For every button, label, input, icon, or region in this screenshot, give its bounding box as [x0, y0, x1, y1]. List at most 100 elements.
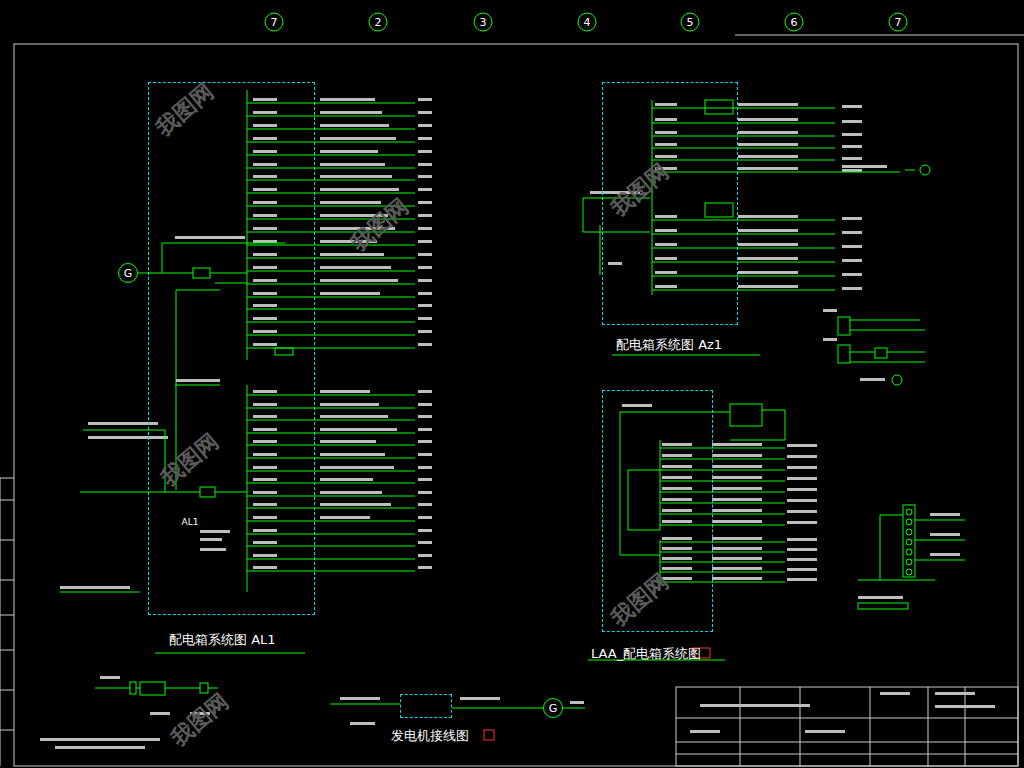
wire	[148, 273, 193, 274]
illegible-text-mark	[340, 697, 380, 700]
wire	[660, 481, 785, 482]
illegible-text-mark	[842, 217, 862, 220]
illegible-text-mark	[253, 403, 277, 406]
illegible-text-mark	[176, 379, 220, 382]
wire	[652, 290, 835, 291]
illegible-text-mark	[712, 443, 762, 446]
wire	[563, 708, 585, 709]
illegible-text-mark	[700, 704, 810, 707]
component-symbol	[140, 682, 165, 695]
wire	[652, 123, 835, 124]
illegible-text-mark	[253, 150, 277, 153]
illegible-text-mark	[570, 701, 584, 704]
illegible-text-mark	[787, 499, 817, 502]
illegible-text-mark	[418, 516, 432, 519]
illegible-text-mark	[842, 145, 862, 148]
illegible-text-mark	[662, 465, 692, 468]
illegible-text-mark	[662, 498, 692, 501]
grid-axis-number: 5	[687, 16, 694, 29]
wire	[628, 470, 629, 530]
wire	[247, 309, 415, 310]
terminal-circle	[906, 519, 912, 525]
wire	[660, 582, 785, 583]
illegible-text-mark	[253, 292, 277, 295]
wire	[620, 555, 660, 556]
watermark: 我图网	[345, 192, 415, 257]
generator-circle: G	[118, 263, 138, 283]
illegible-text-mark	[418, 428, 432, 431]
illegible-text-mark	[787, 455, 817, 458]
illegible-text-mark	[712, 567, 762, 570]
wire	[0, 500, 14, 501]
wire	[247, 180, 415, 181]
wire	[247, 496, 415, 497]
wire	[83, 430, 165, 431]
illegible-text-mark	[320, 279, 398, 282]
wire	[247, 408, 415, 409]
illegible-text-mark	[935, 705, 995, 708]
illegible-text-mark	[712, 537, 762, 540]
wire	[660, 525, 785, 526]
component-symbol	[875, 348, 887, 358]
illegible-text-mark	[253, 516, 277, 519]
wire	[660, 459, 785, 460]
watermark: 我图网	[605, 157, 675, 222]
illegible-text-mark	[253, 214, 277, 217]
illegible-text-mark	[712, 557, 762, 560]
illegible-text-mark	[787, 466, 817, 469]
illegible-text-mark	[418, 317, 432, 320]
wire	[247, 420, 415, 421]
wire	[247, 297, 415, 298]
illegible-text-mark	[738, 229, 798, 232]
wire	[247, 559, 415, 560]
illegible-text-mark	[805, 730, 845, 733]
wire	[176, 290, 220, 291]
wire	[965, 687, 966, 766]
illegible-text-mark	[787, 548, 817, 551]
terminal-circle	[920, 165, 930, 175]
illegible-text-mark	[253, 466, 277, 469]
illegible-text-mark	[253, 428, 277, 431]
node-symbol: G	[549, 703, 558, 714]
illegible-text-mark	[662, 537, 692, 540]
illegible-text-mark	[738, 271, 798, 274]
illegible-text-mark	[655, 155, 677, 158]
illegible-text-mark	[787, 477, 817, 480]
illegible-text-mark	[320, 111, 382, 114]
illegible-text-mark	[418, 163, 432, 166]
terminal-circle	[906, 509, 912, 515]
illegible-text-mark	[787, 568, 817, 571]
illegible-text-mark	[253, 343, 277, 346]
grid-axis-number: 7	[895, 16, 902, 29]
illegible-text-mark	[842, 105, 862, 108]
distribution-box: 配电箱系统图 AL1	[148, 82, 315, 615]
wire	[652, 262, 835, 263]
terminal-circle	[265, 13, 283, 31]
wire	[0, 615, 14, 616]
illegible-text-mark	[253, 453, 277, 456]
illegible-text-mark	[320, 440, 376, 443]
illegible-text-mark	[842, 245, 862, 248]
illegible-text-mark	[842, 157, 862, 160]
diagram-title: 配电箱系统图 Az1	[616, 336, 722, 354]
wire	[652, 136, 835, 137]
illegible-text-mark	[418, 415, 432, 418]
terminal-circle	[906, 569, 912, 575]
illegible-text-mark	[842, 165, 887, 168]
component-symbol	[676, 687, 1018, 766]
illegible-text-mark	[175, 236, 245, 239]
illegible-text-mark	[253, 279, 277, 282]
illegible-text-mark	[418, 98, 432, 101]
wire	[0, 478, 1, 766]
wire	[887, 352, 925, 353]
illegible-text-mark	[418, 529, 432, 532]
illegible-text-mark	[418, 541, 432, 544]
illegible-text-mark	[787, 558, 817, 561]
illegible-text-mark	[655, 257, 677, 260]
terminal-circle	[906, 559, 912, 565]
wire	[247, 433, 415, 434]
illegible-text-mark	[320, 292, 380, 295]
node-symbol: G	[124, 268, 133, 279]
wire	[247, 395, 415, 396]
